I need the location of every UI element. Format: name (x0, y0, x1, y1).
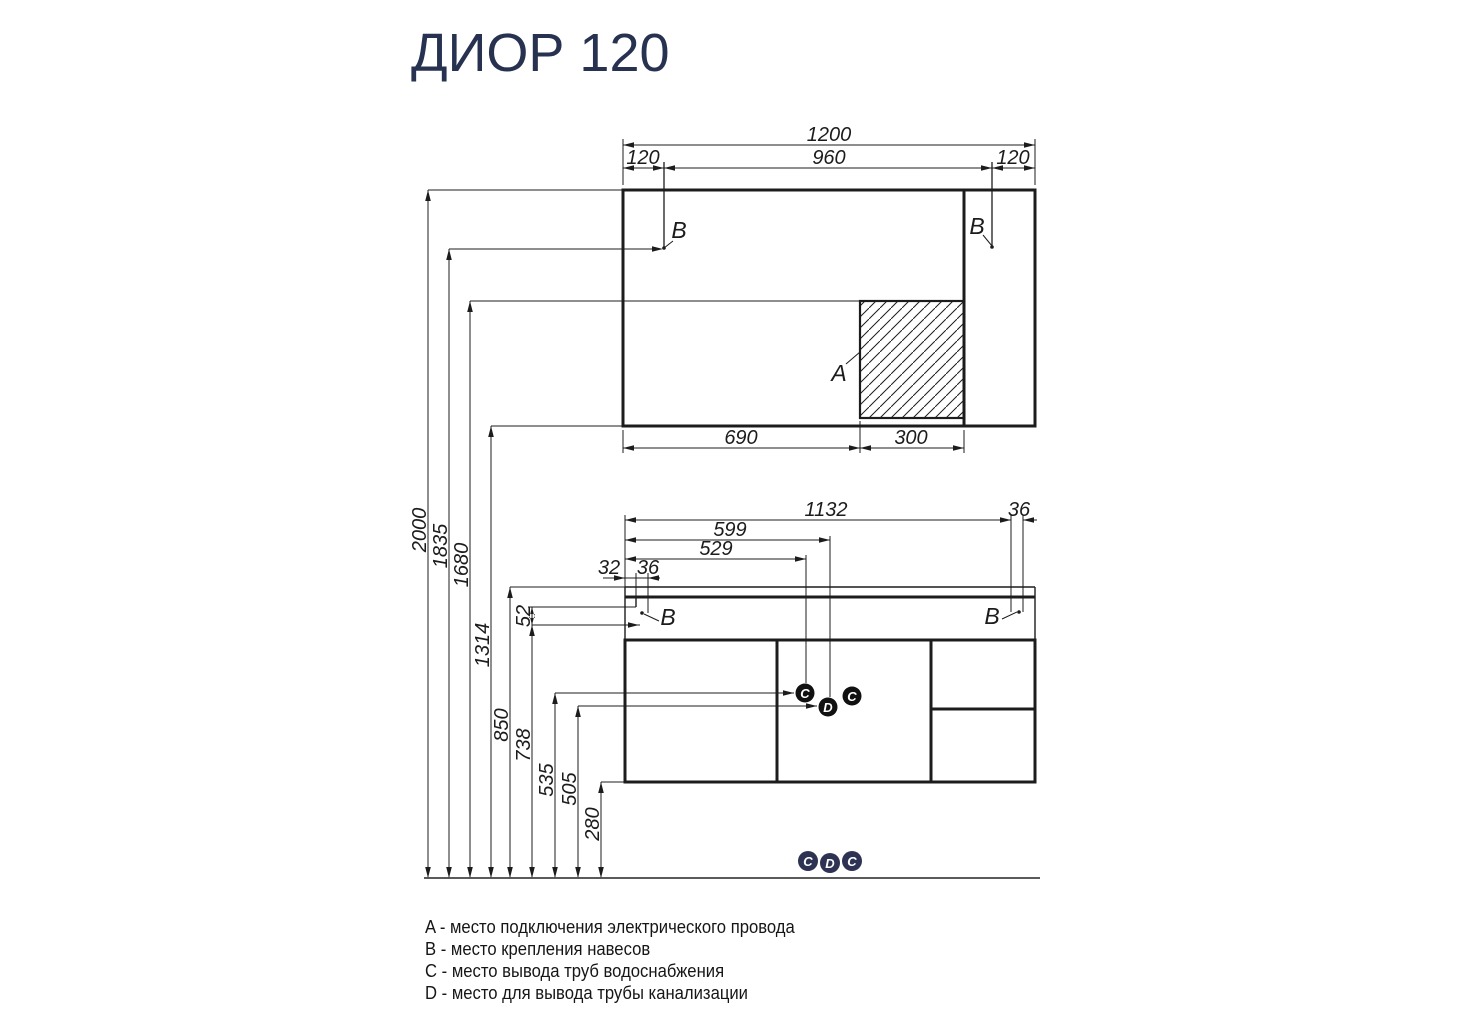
floor-pipe-markers: C D C (798, 851, 862, 873)
point-letters: B B A B B (660, 213, 999, 630)
pipe-markers: C D C (795, 683, 862, 717)
label-b-mirror-left: B (671, 217, 686, 243)
floor-water-marker-right (842, 851, 862, 871)
label-a-electrical: A (829, 360, 846, 386)
page-title: ДИОР 120 (411, 23, 670, 83)
height-2000-label: 2000 (409, 508, 431, 554)
marker-letter-c: C (800, 686, 810, 701)
legend-item-b: B - место крепления навесов (425, 938, 651, 959)
label-b-vanity-left: B (660, 604, 675, 630)
dim-36-right-label: 36 (1008, 499, 1031, 521)
height-535-label: 535 (536, 762, 558, 796)
dimension-labels: 1200 120 960 120 690 300 1132 36 599 529… (409, 124, 1031, 842)
label-b-mirror-right: B (969, 213, 984, 239)
height-850-label: 850 (491, 708, 513, 741)
floor-marker-letter-d: D (825, 856, 835, 871)
legend-item-c: C - место вывода труб водоснабжения (425, 960, 725, 981)
dim-120-left-label: 120 (626, 147, 659, 169)
floor-marker-letter-c: C (803, 854, 813, 869)
dim-120-right-label: 120 (996, 147, 1029, 169)
height-1835-label: 1835 (430, 523, 452, 568)
electrical-zone-hatch (858, 299, 966, 420)
floor-water-marker-left (798, 851, 818, 871)
marker-letter-c: C (847, 689, 857, 704)
legend: A - место подключения электрического про… (425, 916, 836, 1004)
mount-extension-lines (663, 162, 993, 249)
dim-599-label: 599 (713, 519, 746, 541)
dim-960-label: 960 (812, 147, 845, 169)
dimension-arrows (425, 142, 1035, 878)
leader-dot-b-mirror-right (990, 245, 994, 249)
dim-36-left-label: 36 (637, 557, 660, 579)
water-pipe-marker-right (842, 686, 862, 706)
leader-dot-b-mirror-left (662, 246, 666, 250)
drain-pipe-marker (818, 697, 838, 717)
floor-marker-letter-c: C (847, 854, 857, 869)
water-pipe-marker-left (795, 683, 815, 703)
leader-dots (640, 245, 1021, 615)
height-738-label: 738 (513, 728, 535, 761)
dim-52-label: 52 (513, 605, 535, 627)
leader-dot-b-vanity-right (1017, 610, 1021, 614)
dim-32-label: 32 (598, 557, 620, 579)
dim-529-label: 529 (699, 538, 732, 560)
label-b-vanity-right: B (984, 603, 999, 629)
dimension-lines (427, 139, 1037, 878)
height-280-label: 280 (582, 807, 604, 841)
dim-1132-label: 1132 (804, 499, 847, 521)
leader-dot-b-vanity-left (640, 611, 644, 615)
height-1680-label: 1680 (451, 543, 473, 588)
legend-item-d: D - место для вывода трубы канализации (425, 982, 748, 1003)
dim-300-label: 300 (894, 427, 927, 449)
dim-690-label: 690 (724, 427, 757, 449)
dim-1200-label: 1200 (807, 124, 852, 146)
legend-item-a: A - место подключения электрического про… (425, 916, 795, 937)
floor-drain-marker (820, 853, 840, 873)
marker-letter-d: D (823, 700, 833, 715)
height-1314-label: 1314 (472, 623, 494, 668)
height-505-label: 505 (559, 771, 581, 805)
